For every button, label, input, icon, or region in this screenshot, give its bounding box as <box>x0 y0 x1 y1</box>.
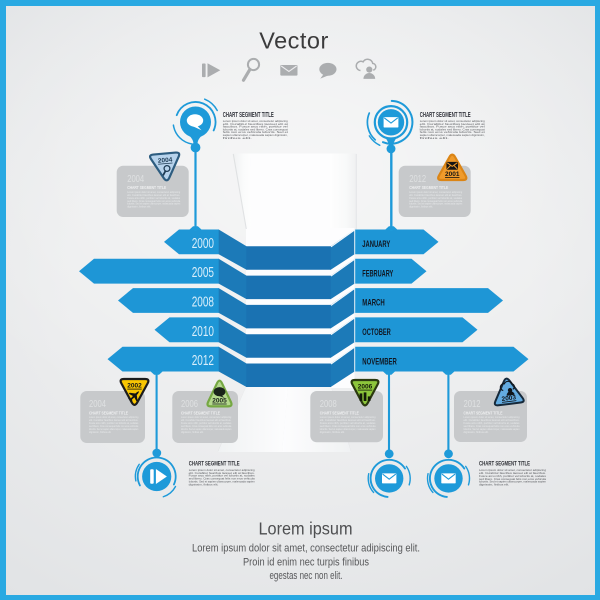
svg-text:2000: 2000 <box>192 236 214 252</box>
svg-text:Fusce arcu nibh, porttitor vel: Fusce arcu nibh, porttitor vel lobortis … <box>189 474 255 478</box>
svg-text:Lorem ipsum: Lorem ipsum <box>259 519 353 539</box>
svg-text:2004: 2004 <box>127 174 144 185</box>
svg-text:Lorem ipsum dolor sit amet, co: Lorem ipsum dolor sit amet, consectetur … <box>189 468 255 472</box>
svg-text:2006: 2006 <box>181 399 198 410</box>
svg-text:CHART SEGMENT TITLE: CHART SEGMENT TITLE <box>479 461 530 468</box>
svg-text:Lorem ipsum dolor sit amet, co: Lorem ipsum dolor sit amet, consectetur … <box>181 415 232 419</box>
svg-text:JANUARY: JANUARY <box>362 239 390 250</box>
svg-text:sed libero. Cras consequat fel: sed libero. Cras consequat felis non ero… <box>127 199 180 203</box>
svg-text:2008: 2008 <box>320 399 337 410</box>
svg-text:Fusce arcu nibh, porttitor vel: Fusce arcu nibh, porttitor vel lobortis … <box>320 421 376 425</box>
svg-text:lobortis. Sed et sapien ullamc: lobortis. Sed et sapien ullamcorper, mal… <box>181 427 232 431</box>
svg-text:CHART SEGMENT TITLE: CHART SEGMENT TITLE <box>181 410 220 415</box>
svg-text:Lorem ipsum dolor sit amet, co: Lorem ipsum dolor sit amet, consectetur … <box>127 190 180 194</box>
svg-text:Fusce arcu nibh, porttitor vel: Fusce arcu nibh, porttitor vel lobortis … <box>127 196 180 200</box>
svg-text:Fusce arcu nibh, porttitor vel: Fusce arcu nibh, porttitor vel lobortis … <box>181 421 232 425</box>
svg-text:Lorem ipsum dolor sit amet, co: Lorem ipsum dolor sit amet, consectetur … <box>420 119 485 123</box>
svg-text:CHART SEGMENT TITLE: CHART SEGMENT TITLE <box>420 110 471 119</box>
svg-text:felis non eros vehicula lobort: felis non eros vehicula lobortis. Sed et <box>223 130 288 134</box>
svg-text:2006: 2006 <box>358 384 373 391</box>
svg-text:dignissim, finibus elit.: dignissim, finibus elit. <box>464 430 489 434</box>
svg-text:Lorem ipsum dolor sit amet, co: Lorem ipsum dolor sit amet, consectetur … <box>320 415 376 419</box>
svg-text:finibus elit.: finibus elit. <box>420 136 450 140</box>
svg-text:sed libero. Cras consequat fel: sed libero. Cras consequat felis non ero… <box>181 424 232 428</box>
svg-text:sapien ullamcorper, malesuada: sapien ullamcorper, malesuada sapien dig… <box>420 133 485 137</box>
svg-text:lobortis at, sodales sed liber: lobortis at, sodales sed libero. Cras co… <box>420 127 485 131</box>
svg-text:2008: 2008 <box>192 295 214 311</box>
svg-text:2005: 2005 <box>192 265 214 281</box>
svg-text:2001: 2001 <box>445 171 460 178</box>
svg-text:dignissim, finibus elit.: dignissim, finibus elit. <box>479 483 509 487</box>
svg-text:elit. Curabitur faucibus laore: elit. Curabitur faucibus laoreet elit at <box>420 122 485 126</box>
svg-text:lobortis. Sed et sapien ullamc: lobortis. Sed et sapien ullamcorper, mal… <box>409 202 462 206</box>
svg-text:Lorem ipsum dolor sit amet, co: Lorem ipsum dolor sit amet, consectetur … <box>409 190 462 194</box>
svg-text:Lorem ipsum dolor sit amet, co: Lorem ipsum dolor sit amet, consectetur … <box>464 415 520 419</box>
svg-text:CHART SEGMENT TITLE: CHART SEGMENT TITLE <box>409 185 448 190</box>
svg-text:Fusce arcu nibh, porttitor vel: Fusce arcu nibh, porttitor vel lobortis … <box>89 421 139 425</box>
svg-text:2012: 2012 <box>192 353 214 369</box>
svg-text:Lorem ipsum dolor sit amet, co: Lorem ipsum dolor sit amet, consectetur … <box>223 119 288 123</box>
svg-text:lobortis. Sed et sapien ullamc: lobortis. Sed et sapien ullamcorper, mal… <box>89 427 139 431</box>
svg-text:faucibus. Fusce arcu nibh, por: faucibus. Fusce arcu nibh, porttitor vel <box>420 125 485 129</box>
svg-text:Proin id enim nec turpis finib: Proin id enim nec turpis finibus <box>243 557 370 569</box>
svg-text:elit. Curabitur faucibus laore: elit. Curabitur faucibus laoreet elit at… <box>89 418 138 422</box>
svg-text:2010: 2010 <box>192 324 214 340</box>
svg-text:elit. Curabitur faucibus laore: elit. Curabitur faucibus laoreet elit at… <box>464 418 520 422</box>
svg-text:felis non eros vehicula lobort: felis non eros vehicula lobortis. Sed et <box>420 130 485 134</box>
svg-text:lobortis. Sed et sapien ullamc: lobortis. Sed et sapien ullamcorper, mal… <box>479 480 546 484</box>
svg-text:2002: 2002 <box>127 383 142 390</box>
svg-text:Fusce arcu nibh, porttitor vel: Fusce arcu nibh, porttitor vel lobortis … <box>409 196 462 200</box>
svg-text:2004: 2004 <box>89 399 106 410</box>
svg-text:CHART SEGMENT TITLE: CHART SEGMENT TITLE <box>464 410 503 415</box>
svg-text:Vector: Vector <box>259 28 329 54</box>
svg-text:elit. Curabitur faucibus laore: elit. Curabitur faucibus laoreet elit at… <box>181 418 231 422</box>
svg-text:dignissim, finibus elit.: dignissim, finibus elit. <box>89 430 111 434</box>
svg-text:lobortis at, sodales sed liber: lobortis at, sodales sed libero. Cras co… <box>223 127 288 131</box>
svg-text:CHART SEGMENT TITLE: CHART SEGMENT TITLE <box>189 460 240 467</box>
svg-text:dignissim, finibus elit.: dignissim, finibus elit. <box>127 205 151 209</box>
svg-text:dignissim, finibus elit.: dignissim, finibus elit. <box>181 430 204 434</box>
svg-text:OCTOBER: OCTOBER <box>362 327 391 338</box>
svg-text:sed libero. Cras consequat fel: sed libero. Cras consequat felis non ero… <box>464 424 520 428</box>
svg-text:Lorem ipsum dolor sit amet, co: Lorem ipsum dolor sit amet, consectetur … <box>479 468 546 472</box>
svg-text:CHART SEGMENT TITLE: CHART SEGMENT TITLE <box>223 110 274 119</box>
svg-text:Fusce arcu nibh, porttitor vel: Fusce arcu nibh, porttitor vel lobortis … <box>464 421 520 425</box>
svg-text:sapien ullamcorper, malesuada: sapien ullamcorper, malesuada sapien dig… <box>223 133 288 137</box>
svg-text:sed libero. Cras consequat fel: sed libero. Cras consequat felis non ero… <box>479 477 546 481</box>
svg-text:MARCH: MARCH <box>362 298 385 309</box>
svg-text:lobortis. Sed et sapien ullamc: lobortis. Sed et sapien ullamcorper, mal… <box>189 480 255 484</box>
svg-text:Lorem ipsum dolor sit amet, co: Lorem ipsum dolor sit amet, consectetur … <box>192 543 420 555</box>
svg-text:Lorem ipsum dolor sit amet, co: Lorem ipsum dolor sit amet, consectetur … <box>89 415 139 419</box>
svg-text:Fusce arcu nibh, porttitor vel: Fusce arcu nibh, porttitor vel lobortis … <box>479 474 546 478</box>
svg-text:CHART SEGMENT TITLE: CHART SEGMENT TITLE <box>127 185 166 190</box>
svg-text:lobortis. Sed et sapien ullamc: lobortis. Sed et sapien ullamcorper, mal… <box>127 202 180 206</box>
svg-text:CHART SEGMENT TITLE: CHART SEGMENT TITLE <box>320 410 359 415</box>
svg-text:2012: 2012 <box>409 174 426 185</box>
svg-text:lobortis. Sed et sapien ullamc: lobortis. Sed et sapien ullamcorper, mal… <box>464 427 520 431</box>
svg-text:elit. Curabitur faucibus laore: elit. Curabitur faucibus laoreet elit at… <box>409 193 462 197</box>
svg-text:sed libero. Cras consequat fel: sed libero. Cras consequat felis non ero… <box>189 477 255 481</box>
svg-text:dignissim, finibus elit.: dignissim, finibus elit. <box>320 430 345 434</box>
svg-text:dignissim, finibus elit.: dignissim, finibus elit. <box>189 483 219 487</box>
svg-text:sed libero. Cras consequat fel: sed libero. Cras consequat felis non ero… <box>89 424 139 428</box>
svg-text:2003: 2003 <box>501 394 517 403</box>
svg-text:elit. Curabitur faucibus laore: elit. Curabitur faucibus laoreet elit at… <box>127 193 180 197</box>
svg-text:egestas nec non elit.: egestas nec non elit. <box>270 570 343 582</box>
svg-text:elit. Curabitur faucibus laore: elit. Curabitur faucibus laoreet elit at… <box>320 418 376 422</box>
svg-text:CHART SEGMENT TITLE: CHART SEGMENT TITLE <box>89 410 128 415</box>
svg-text:elit. Curabitur faucibus laore: elit. Curabitur faucibus laoreet elit at <box>223 122 288 126</box>
svg-text:FEBRUARY: FEBRUARY <box>362 268 393 279</box>
svg-text:2005: 2005 <box>212 398 227 405</box>
svg-text:NOVEMBER: NOVEMBER <box>362 356 397 367</box>
svg-text:lobortis. Sed et sapien ullamc: lobortis. Sed et sapien ullamcorper, mal… <box>320 427 376 431</box>
svg-text:dignissim, finibus elit.: dignissim, finibus elit. <box>409 205 433 209</box>
svg-text:2012: 2012 <box>464 399 481 410</box>
svg-text:sed libero. Cras consequat fel: sed libero. Cras consequat felis non ero… <box>320 424 376 428</box>
svg-text:elit. Curabitur faucibus laore: elit. Curabitur faucibus laoreet elit at… <box>189 471 255 475</box>
svg-text:faucibus. Fusce arcu nibh, por: faucibus. Fusce arcu nibh, porttitor vel <box>223 125 288 129</box>
svg-text:sed libero. Cras consequat fel: sed libero. Cras consequat felis non ero… <box>409 199 462 203</box>
svg-text:finibus elit.: finibus elit. <box>223 136 253 140</box>
svg-text:elit. Curabitur faucibus laore: elit. Curabitur faucibus laoreet elit at… <box>479 471 546 475</box>
svg-text:2004: 2004 <box>158 156 174 164</box>
